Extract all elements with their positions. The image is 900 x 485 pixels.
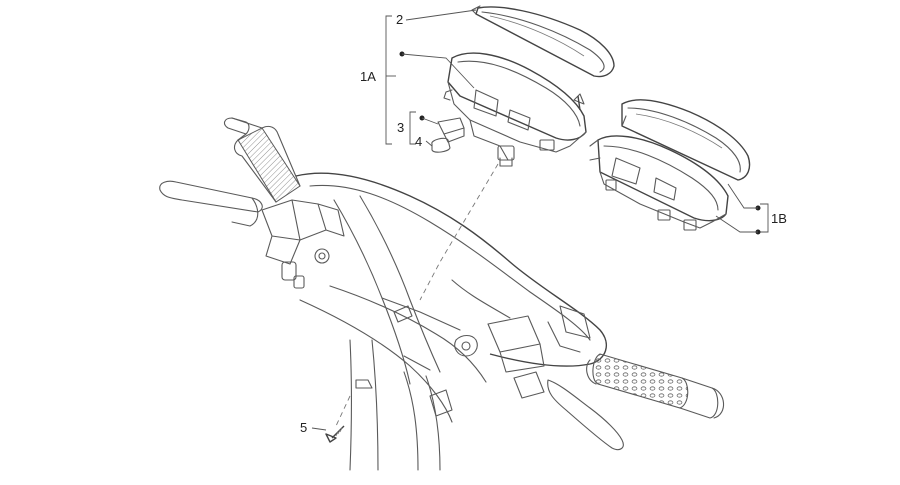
left-switch-housing xyxy=(261,199,345,289)
callout-5: 5 xyxy=(300,420,307,435)
stem-bolt xyxy=(393,305,413,323)
bracket-1b xyxy=(760,203,769,233)
right-switch-housing xyxy=(454,315,545,399)
screw-5 xyxy=(325,425,345,443)
callout-3: 3 xyxy=(397,120,404,135)
bracket-3 xyxy=(409,111,416,145)
callout-1a: 1A xyxy=(360,69,376,84)
instrument-cluster-1b-body xyxy=(589,135,729,231)
steering-stem xyxy=(349,339,453,471)
assembly-axis-line xyxy=(419,163,499,301)
instrument-cluster-1a xyxy=(443,52,587,167)
callout-1b: 1B xyxy=(771,211,787,226)
right-grip xyxy=(586,353,725,419)
bulb-4 xyxy=(431,137,451,153)
screw-axis-line xyxy=(335,395,351,427)
bracket-1a xyxy=(385,15,392,145)
left-grip xyxy=(223,117,301,203)
instrument-lens-2 xyxy=(471,5,615,78)
handlebar-cover xyxy=(295,172,608,423)
callout-2: 2 xyxy=(396,12,403,27)
left-brake-lever xyxy=(159,180,263,227)
handlebar-assembly xyxy=(159,117,725,471)
instrument-cluster-1b-lens xyxy=(621,99,751,181)
callout-group: 2 1A 3 4 1B 5 xyxy=(300,9,787,435)
right-brake-lever xyxy=(547,379,624,451)
callout-4: 4 xyxy=(415,134,422,149)
